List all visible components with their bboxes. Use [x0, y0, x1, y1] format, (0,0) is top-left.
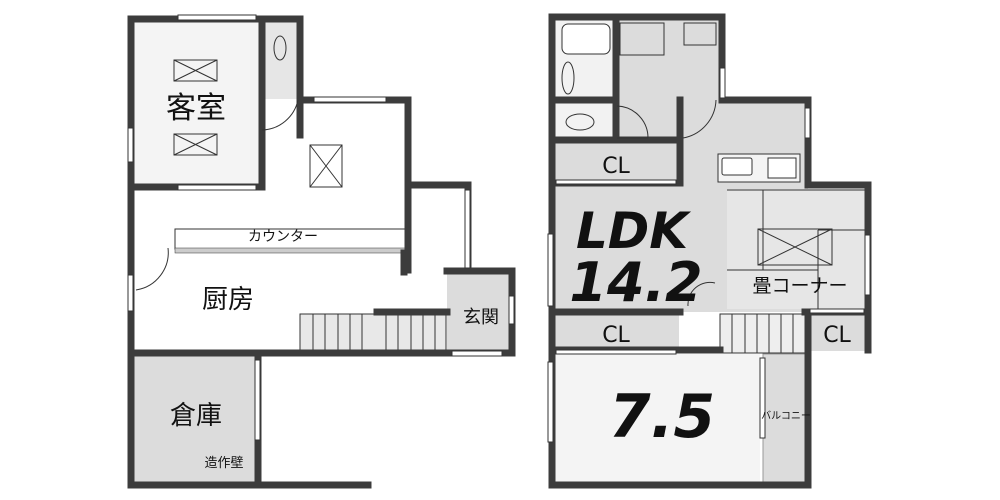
entrance-label: 玄関	[463, 307, 499, 328]
bathtub-icon	[561, 23, 611, 55]
toilet-area	[262, 19, 300, 99]
tatami-area	[727, 189, 867, 309]
closet-middle-label: CL	[602, 323, 630, 348]
storage-area	[131, 356, 257, 482]
toilet-icon	[273, 35, 287, 61]
guest-room-label: 客室	[166, 91, 226, 126]
second-floor-plan: CL LDK 14.2 畳コーナー CL CL 7.5 バルコニー	[547, 13, 872, 489]
closet-top-label: CL	[602, 154, 630, 179]
tatami-lines	[727, 189, 867, 309]
counter-label: カウンター	[248, 229, 318, 245]
bedroom-area	[552, 354, 760, 483]
closet-top-area	[552, 143, 679, 183]
toilet-area-2f	[552, 102, 616, 138]
washroom-area	[618, 19, 722, 135]
kitchen-label: 厨房	[202, 285, 254, 315]
stairs-second-floor	[719, 313, 806, 354]
balcony-label: バルコニー	[761, 410, 811, 422]
tatami-corner-label: 畳コーナー	[752, 275, 847, 297]
entrance-area	[447, 271, 511, 355]
storage-label: 倉庫	[170, 401, 222, 431]
first-floor-plan: 客室 カウンター 厨房 玄関 倉庫 造作壁	[127, 14, 516, 489]
stove-icon	[767, 157, 797, 179]
guest-room-area	[131, 19, 259, 187]
stairs-first-floor	[299, 313, 447, 354]
closet-middle-area	[552, 315, 679, 351]
balcony-area	[762, 353, 808, 485]
ldk-size-label: 14.2	[569, 251, 702, 314]
bedroom-size-label: 7.5	[609, 382, 715, 452]
closet-right-area	[810, 315, 865, 351]
built-wall-label: 造作壁	[204, 456, 243, 471]
guest-room-fixture	[173, 59, 343, 188]
toilet-icon-2f	[565, 113, 595, 131]
closet-right-label: CL	[823, 323, 851, 348]
ldk-label: LDK	[576, 202, 691, 260]
